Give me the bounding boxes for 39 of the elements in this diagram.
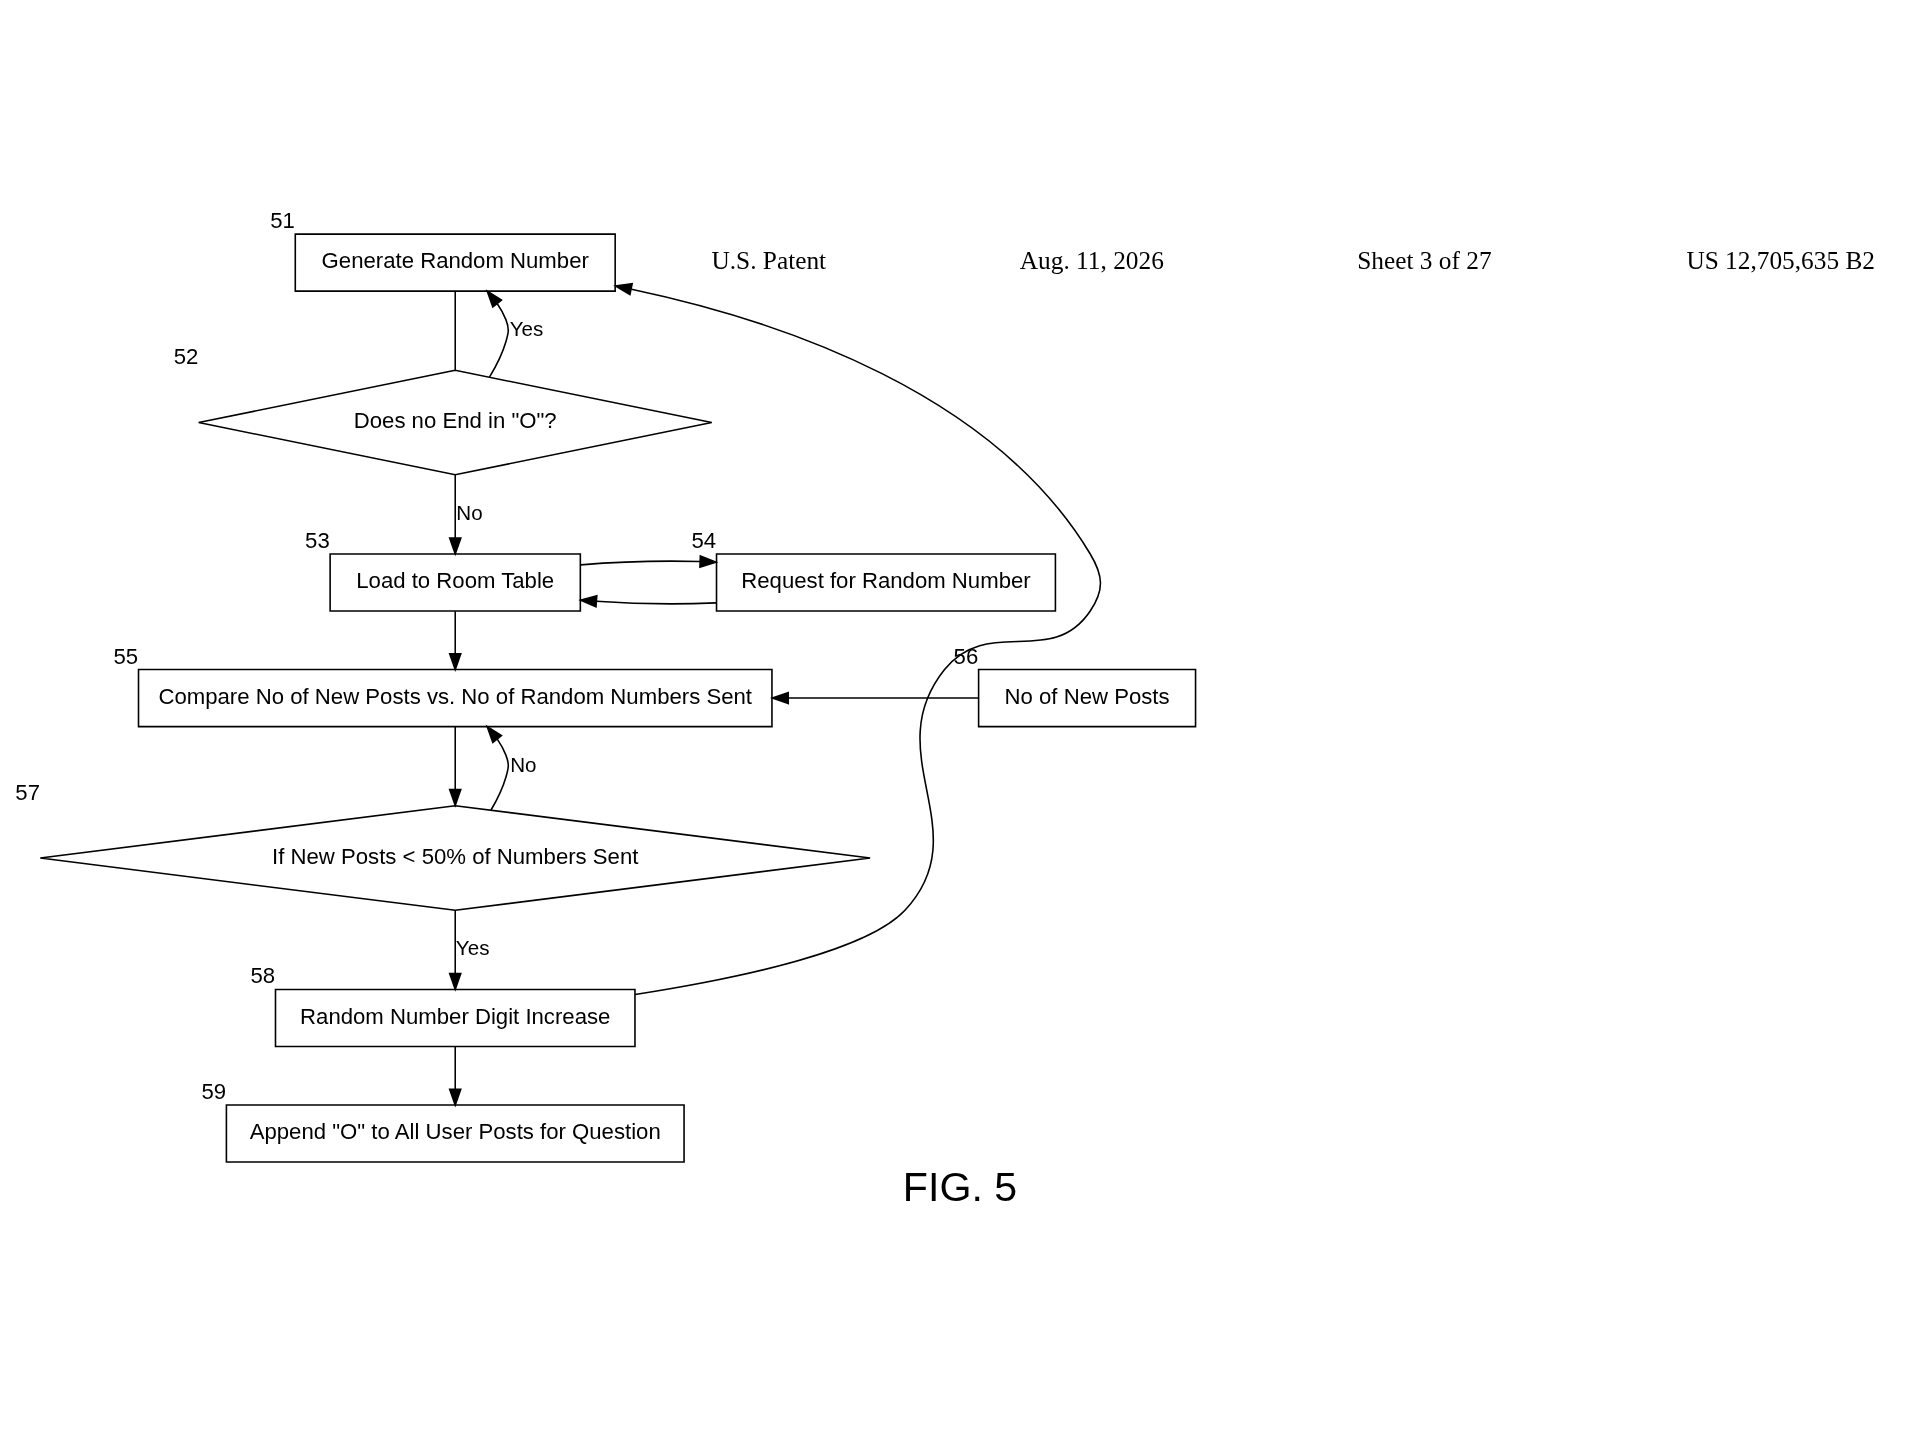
node-label: 58 [250, 963, 276, 989]
arrow [613, 282, 1102, 996]
node-label: 56 [953, 643, 979, 669]
connector [454, 290, 457, 371]
node-box: Compare No of New Posts vs. No of Random Numbers Sent [137, 668, 773, 728]
edge-label: Yes [509, 317, 544, 341]
node-diamond: If New Posts < 50% of Numbers Sent [39, 804, 871, 912]
node-box: Random Number Digit Increase [274, 988, 636, 1048]
edge-label: No [510, 752, 537, 776]
caption: FIG. 5 [902, 1164, 1018, 1211]
edge-label: Yes [455, 936, 490, 960]
arrow [579, 554, 719, 569]
node-label: 51 [270, 208, 295, 234]
label: U.S. Patent [711, 245, 827, 274]
node-label: 54 [691, 527, 717, 553]
node-box: Append "O" to All User Posts for Question [225, 1104, 685, 1163]
arrow [578, 594, 717, 609]
label: US 12,705,635 B2 [1686, 245, 1875, 274]
label: Sheet 3 of 27 [1357, 245, 1492, 274]
node-box: Request for Random Number [715, 553, 1057, 612]
arrow [485, 289, 510, 378]
node-diamond: Does no End in "O"? [197, 369, 713, 476]
node-box: Generate Random Number [294, 233, 616, 292]
node-label: 53 [305, 527, 330, 553]
label: Aug. 11, 2026 [1019, 245, 1164, 274]
arrow [448, 1046, 462, 1108]
node-label: 55 [113, 643, 139, 669]
node-label: 57 [15, 779, 40, 805]
edge-label: No [456, 500, 483, 524]
node-label: 59 [201, 1079, 227, 1105]
arrow [485, 724, 510, 811]
arrow [770, 691, 980, 705]
node-box: No of New Posts [977, 668, 1197, 728]
arrow [448, 726, 462, 808]
node-label: 52 [173, 344, 199, 370]
arrow [448, 909, 462, 992]
node-box: Load to Room Table [329, 553, 582, 612]
arrow [448, 474, 462, 557]
arrow [448, 610, 462, 672]
